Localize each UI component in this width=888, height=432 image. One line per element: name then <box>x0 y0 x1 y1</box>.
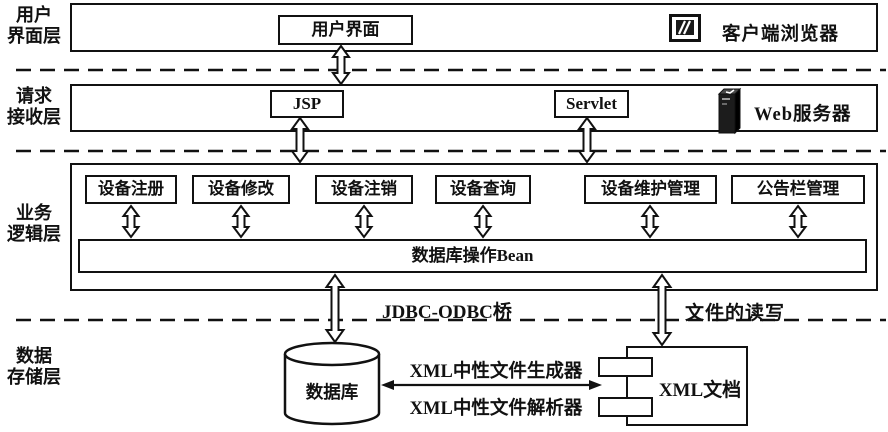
file-readwrite-label: 文件的读写 <box>685 303 786 324</box>
xml-component-tab-bottom <box>598 397 653 417</box>
xml-document-label: XML文档 <box>658 380 742 401</box>
servlet-box: Servlet <box>554 90 629 118</box>
layer-label-storage: 数据 存储层 <box>7 346 61 387</box>
request-layer-rect <box>70 84 878 132</box>
client-browser-label: 客户端浏览器 <box>722 25 840 45</box>
jdbc-odbc-bridge-label: JDBC-ODBC桥 <box>382 302 512 323</box>
layer-label-ui: 用户 界面层 <box>7 5 61 46</box>
user-interface-box: 用户界面 <box>278 15 413 45</box>
web-server-tower-icon <box>716 86 742 141</box>
module-bulletin-board: 公告栏管理 <box>731 175 865 204</box>
module-device-register: 设备注册 <box>85 175 177 204</box>
database-label: 数据库 <box>306 382 359 402</box>
module-device-modify: 设备修改 <box>192 175 290 204</box>
module-device-maintenance: 设备维护管理 <box>584 175 717 204</box>
layer-label-request: 请求 接收层 <box>7 86 61 127</box>
web-server-label: Web服务器 <box>754 105 852 125</box>
client-browser-icon <box>669 14 701 49</box>
layer-label-business: 业务 逻辑层 <box>7 203 61 244</box>
database-cylinder-body <box>283 354 381 426</box>
database-cylinder-top <box>283 341 381 367</box>
ui-layer-rect <box>70 3 878 52</box>
module-device-query: 设备查询 <box>435 175 531 204</box>
xml-generator-label: XML中性文件生成器 <box>409 362 583 382</box>
xml-component-tab-top <box>598 357 653 377</box>
xml-parser-label: XML中性文件解析器 <box>409 399 583 419</box>
jsp-box: JSP <box>270 90 344 118</box>
database-bean-box: 数据库操作Bean <box>78 239 867 273</box>
module-device-deregister: 设备注销 <box>315 175 413 204</box>
